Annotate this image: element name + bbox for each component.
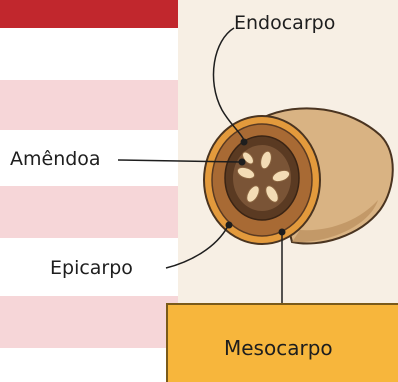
label-endocarpo: Endocarpo (234, 12, 335, 34)
label-epicarpo: Epicarpo (50, 257, 133, 279)
leader-dot (226, 222, 233, 229)
leader-dot (239, 159, 246, 166)
leader-dot (279, 229, 286, 236)
label-mesocarpo: Mesocarpo (224, 336, 333, 360)
label-amendoa: Amêndoa (10, 148, 101, 170)
leader-dot (241, 139, 248, 146)
mesocarpo-box: Mesocarpo (166, 303, 398, 382)
leader-epicarpo (166, 226, 228, 268)
